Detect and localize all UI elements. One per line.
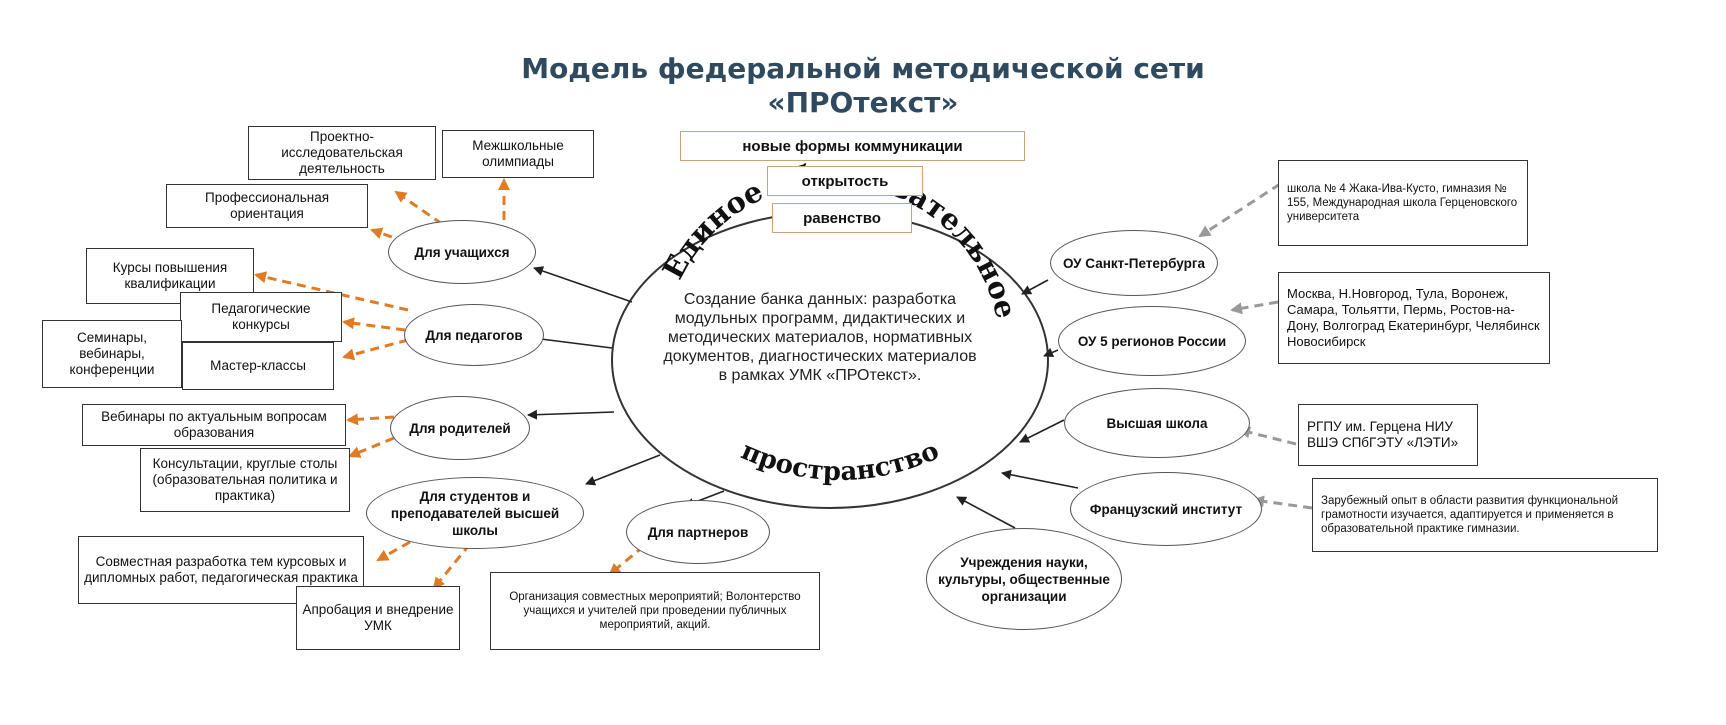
box-teacher-contests: Педагогические конкурсы <box>180 292 342 342</box>
arrow-spb-center <box>1021 279 1049 295</box>
box-consultations: Консультации, круглые столы (образовател… <box>140 448 350 512</box>
node-spb: ОУ Санкт-Петербурга <box>1050 230 1218 296</box>
box-seminars: Семинары, вебинары, конференции <box>42 320 182 388</box>
node-higher: Высшая школа <box>1064 388 1250 458</box>
node-university: Для студентов и преподавателей высшей шк… <box>366 477 584 549</box>
arrow-center-teachers <box>532 334 613 349</box>
arrow-center-students <box>533 266 633 303</box>
arrow-higher-center <box>1019 419 1065 443</box>
page-subtitle: «ПРОтекст» <box>767 86 959 119</box>
box-career-guidance: Профессиональная ориентация <box>166 184 368 228</box>
value-tag-equality: равенство <box>772 203 912 233</box>
arrow-regions-center <box>1043 347 1059 358</box>
node-teachers: Для педагогов <box>404 304 544 366</box>
box-universities: РГПУ им. Герцена НИУ ВШЭ СПбГЭТУ «ЛЭТИ» <box>1298 404 1478 466</box>
arrow-center-university <box>585 454 661 486</box>
arrow-parents-consult <box>348 436 395 458</box>
arrow-center-parents <box>527 409 615 420</box>
arrow-university-joint <box>376 540 411 562</box>
value-tag-openness: открытость <box>767 166 923 196</box>
arrow-university-approb <box>432 543 472 590</box>
box-master-classes: Мастер-классы <box>182 342 334 390</box>
box-approbation: Апробация и внедрение УМК <box>296 586 460 650</box>
node-regions: ОУ 5 регионов России <box>1058 306 1246 376</box>
box-olympiads: Межшкольные олимпиады <box>442 130 594 178</box>
arrow-teachers-seminars <box>342 338 409 361</box>
box-project-activity: Проектно-исследовательская деятельность <box>248 126 436 180</box>
box-joint-events: Организация совместных мероприятий; Воло… <box>490 572 820 650</box>
arc-bottom-text: пространство <box>737 436 944 487</box>
arrow-teachers-contests <box>342 317 406 332</box>
arrow-students-project <box>394 190 443 226</box>
node-students: Для учащихся <box>388 220 536 284</box>
box-spb-schools: школа № 4 Жака-Ива-Кусто, гимназия № 155… <box>1278 160 1528 246</box>
arrow-foreign-french <box>1252 495 1313 510</box>
node-french: Французский институт <box>1070 472 1262 546</box>
arrow-parents-webinars <box>346 413 395 426</box>
box-parent-webinars: Вебинары по актуальным вопросам образова… <box>82 404 346 446</box>
node-parents: Для родителей <box>390 396 530 460</box>
box-foreign-experience: Зарубежный опыт в области развития функц… <box>1312 478 1658 552</box>
box-cities: Москва, Н.Новгород, Тула, Воронеж, Самар… <box>1278 272 1550 364</box>
value-tag-communication: новые формы коммуникации <box>680 131 1025 161</box>
center-description: Создание банка данных: разработка модуль… <box>663 291 977 384</box>
arrow-schools-spb <box>1198 182 1281 238</box>
arrow-french-center <box>1001 469 1079 489</box>
node-partners: Для партнеров <box>626 500 770 564</box>
arrow-culture-center <box>956 496 1016 529</box>
page-title: Модель федеральной методической сети <box>521 52 1205 85</box>
arrow-cities-regions <box>1230 300 1279 315</box>
node-culture: Учреждения науки, культуры, общественные… <box>926 528 1122 630</box>
arrow-unis-higher <box>1238 426 1297 446</box>
